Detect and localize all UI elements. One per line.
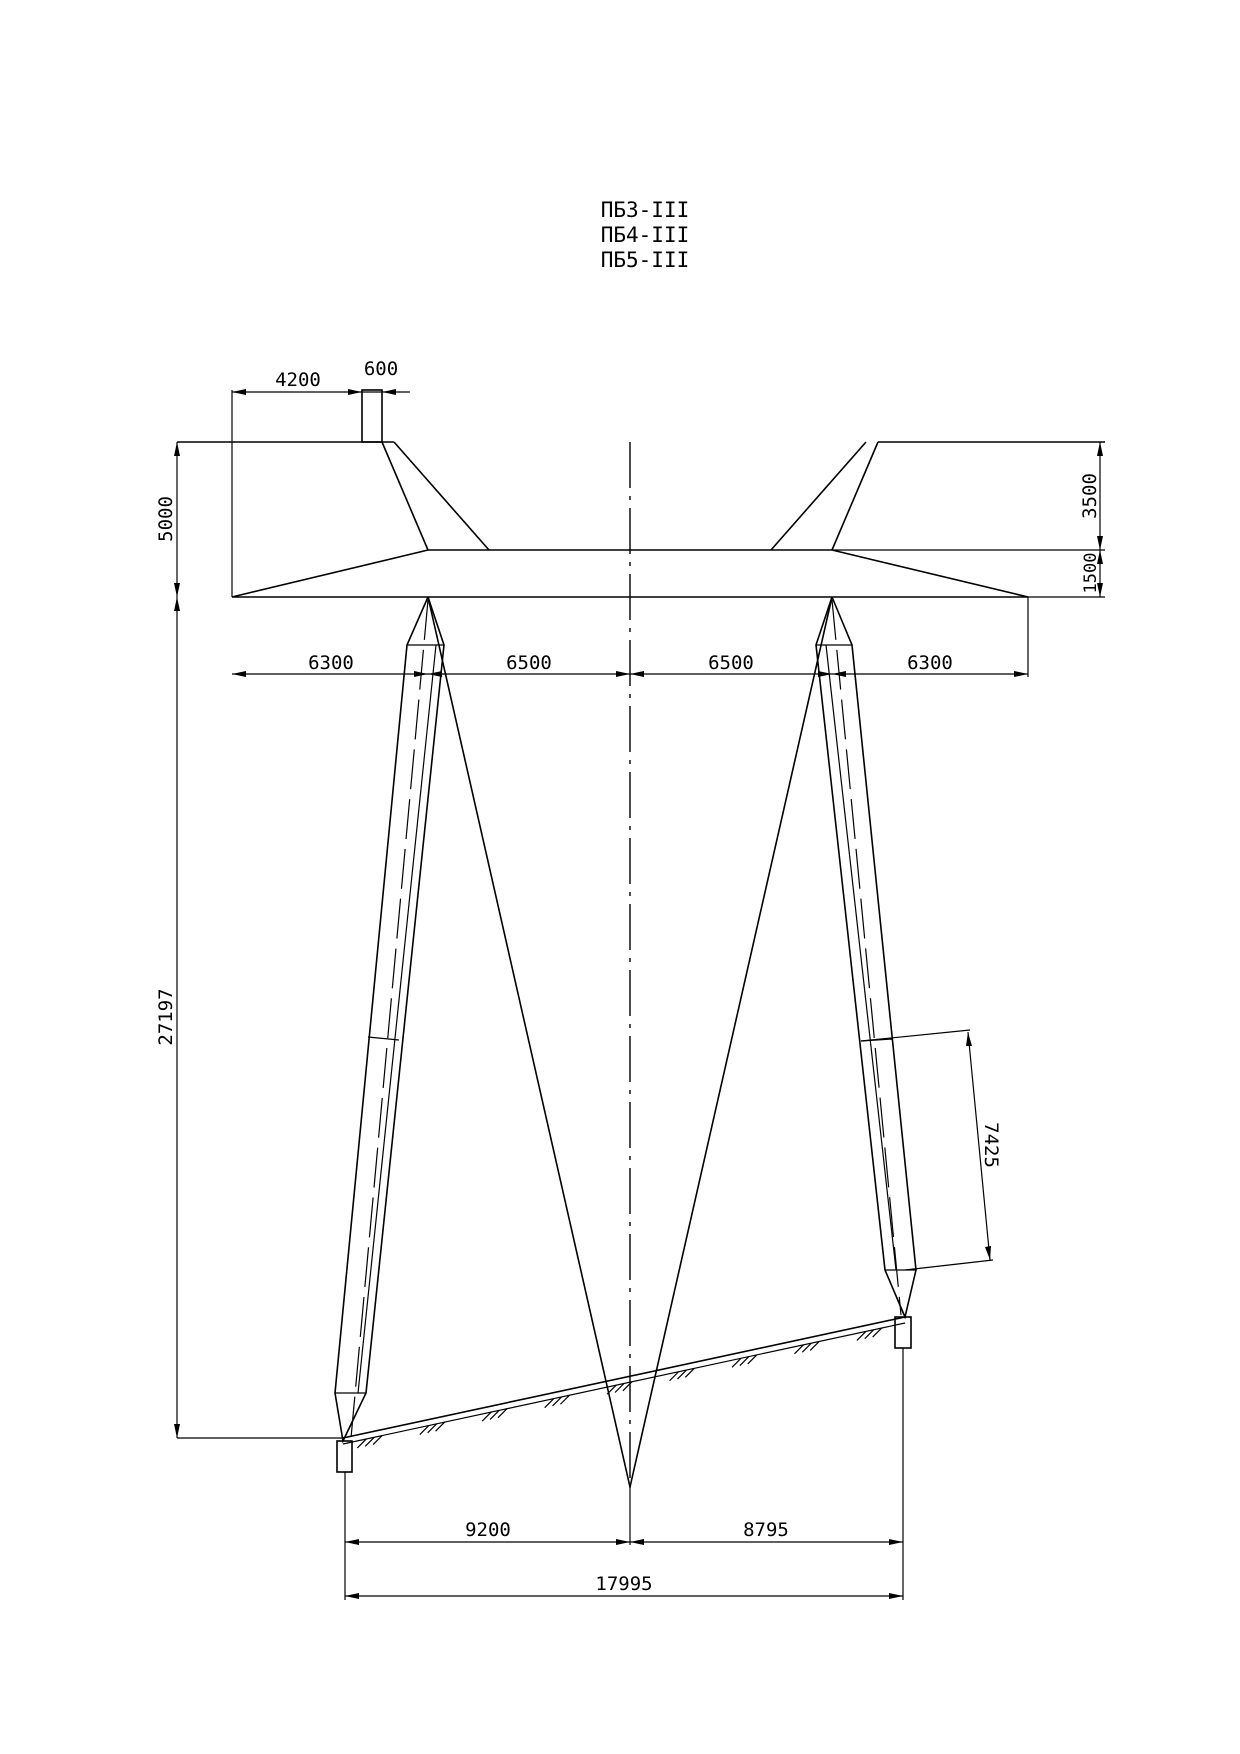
right-peak-outer: [770, 441, 867, 551]
hatch-tick: [419, 1425, 430, 1435]
right-leg-inner-edge: [825, 644, 897, 1271]
hatch-tick: [614, 1383, 625, 1393]
arrow: [985, 1246, 991, 1260]
dim-right-outer-label: 6300: [907, 652, 953, 674]
arrow: [1014, 671, 1028, 677]
left-top-post: [361, 389, 383, 443]
arrow: [966, 1032, 972, 1046]
left-leg-joint: [367, 1036, 400, 1041]
arrow: [832, 671, 846, 677]
left-foot: [336, 1440, 353, 1473]
ground-line-upper: [342, 1316, 906, 1439]
arrow: [174, 583, 180, 597]
arrow: [174, 1424, 180, 1438]
ground: [342, 1316, 906, 1449]
crossarm-right-taper: [831, 549, 1029, 598]
dim-27197-label: 27197: [155, 988, 177, 1045]
ext-7425-bottom: [904, 1259, 994, 1271]
hatch-tick: [801, 1342, 812, 1353]
dim-4200-label: 4200: [275, 369, 321, 391]
arrow: [616, 1539, 630, 1545]
left-peak-outer: [393, 441, 490, 551]
dim-left-inner-label: 6500: [506, 652, 552, 674]
title-line-2: ПБ4-III: [601, 223, 690, 247]
hatch-tick: [427, 1423, 438, 1434]
arrow: [382, 389, 396, 395]
arrow: [414, 671, 428, 677]
dimension-lines: 4200 600 5000 27197 3500 1500 63: [155, 358, 1105, 1600]
hatch-tick: [677, 1369, 687, 1380]
left-peak-inner: [381, 441, 429, 551]
left-diagonal: [427, 596, 631, 1488]
arrow: [174, 442, 180, 456]
dim-base-left-label: 9200: [465, 1519, 511, 1541]
hatch-tick: [731, 1357, 742, 1368]
crossarm: [177, 389, 1105, 598]
hatch-tick: [684, 1367, 695, 1378]
arrow: [630, 671, 644, 677]
hatch-tick: [544, 1398, 555, 1409]
arrow: [889, 1593, 903, 1599]
hatch-tick: [372, 1435, 383, 1446]
dim-600-label: 600: [364, 358, 398, 380]
right-diagonal: [629, 596, 833, 1488]
arrow: [616, 671, 630, 677]
hatch-tick: [356, 1438, 367, 1449]
title-line-1: ПБ3-III: [601, 198, 690, 222]
ext-7425-top: [860, 1029, 971, 1042]
dim-base-total-label: 17995: [595, 1573, 652, 1595]
hatch-tick: [435, 1421, 445, 1432]
hatch-tick: [481, 1411, 492, 1422]
right-leg-axis: [831, 599, 902, 1316]
dim-base-right-label: 8795: [743, 1519, 789, 1541]
hatch-tick: [606, 1384, 617, 1395]
hatch-tick: [809, 1341, 820, 1351]
arrow: [889, 1539, 903, 1545]
hatch-tick: [669, 1371, 680, 1382]
arrow: [345, 1593, 359, 1599]
arrow: [345, 1539, 359, 1545]
hatch-tick: [794, 1344, 804, 1355]
arrow: [428, 671, 442, 677]
right-foot: [894, 1316, 912, 1349]
dim-7425-label: 7425: [980, 1122, 1002, 1168]
right-leg: [629, 596, 917, 1488]
title-block: ПБ3-III ПБ4-III ПБ5-III: [601, 198, 690, 272]
hatch-tick: [747, 1354, 758, 1365]
arrow: [1097, 536, 1103, 550]
arrow: [1097, 583, 1103, 597]
title-line-3: ПБ5-III: [601, 248, 690, 272]
arrow: [348, 389, 362, 395]
hatch-tick: [552, 1396, 562, 1407]
hatch-tick: [489, 1409, 500, 1420]
hatch-tick: [559, 1394, 570, 1405]
left-leg-inner-edge: [357, 644, 437, 1394]
crossarm-left-taper: [231, 549, 429, 598]
hatch-tick: [364, 1436, 375, 1447]
hatch-tick: [497, 1408, 508, 1419]
ground-hatching: [356, 1327, 883, 1449]
arrow: [232, 389, 246, 395]
hatch-tick: [856, 1330, 867, 1341]
arrow: [232, 671, 246, 677]
dim-5000-label: 5000: [155, 496, 177, 542]
arrow: [174, 597, 180, 611]
arrow: [818, 671, 832, 677]
dim-right-inner-label: 6500: [708, 652, 754, 674]
hatch-tick: [739, 1356, 750, 1367]
arrow: [1097, 442, 1103, 456]
right-peak-inner: [831, 441, 879, 551]
left-leg: [334, 596, 631, 1488]
dim-left-outer-label: 6300: [308, 652, 354, 674]
arrow: [630, 1539, 644, 1545]
dim-3500-label: 3500: [1079, 473, 1101, 519]
left-leg-axis: [350, 599, 429, 1439]
hatch-tick: [622, 1381, 633, 1392]
dim-7425-line: [967, 1031, 991, 1261]
hatch-tick: [864, 1329, 875, 1340]
dim-1500-label: 1500: [1081, 553, 1101, 594]
arrow: [1097, 550, 1103, 564]
hatch-tick: [872, 1327, 883, 1338]
